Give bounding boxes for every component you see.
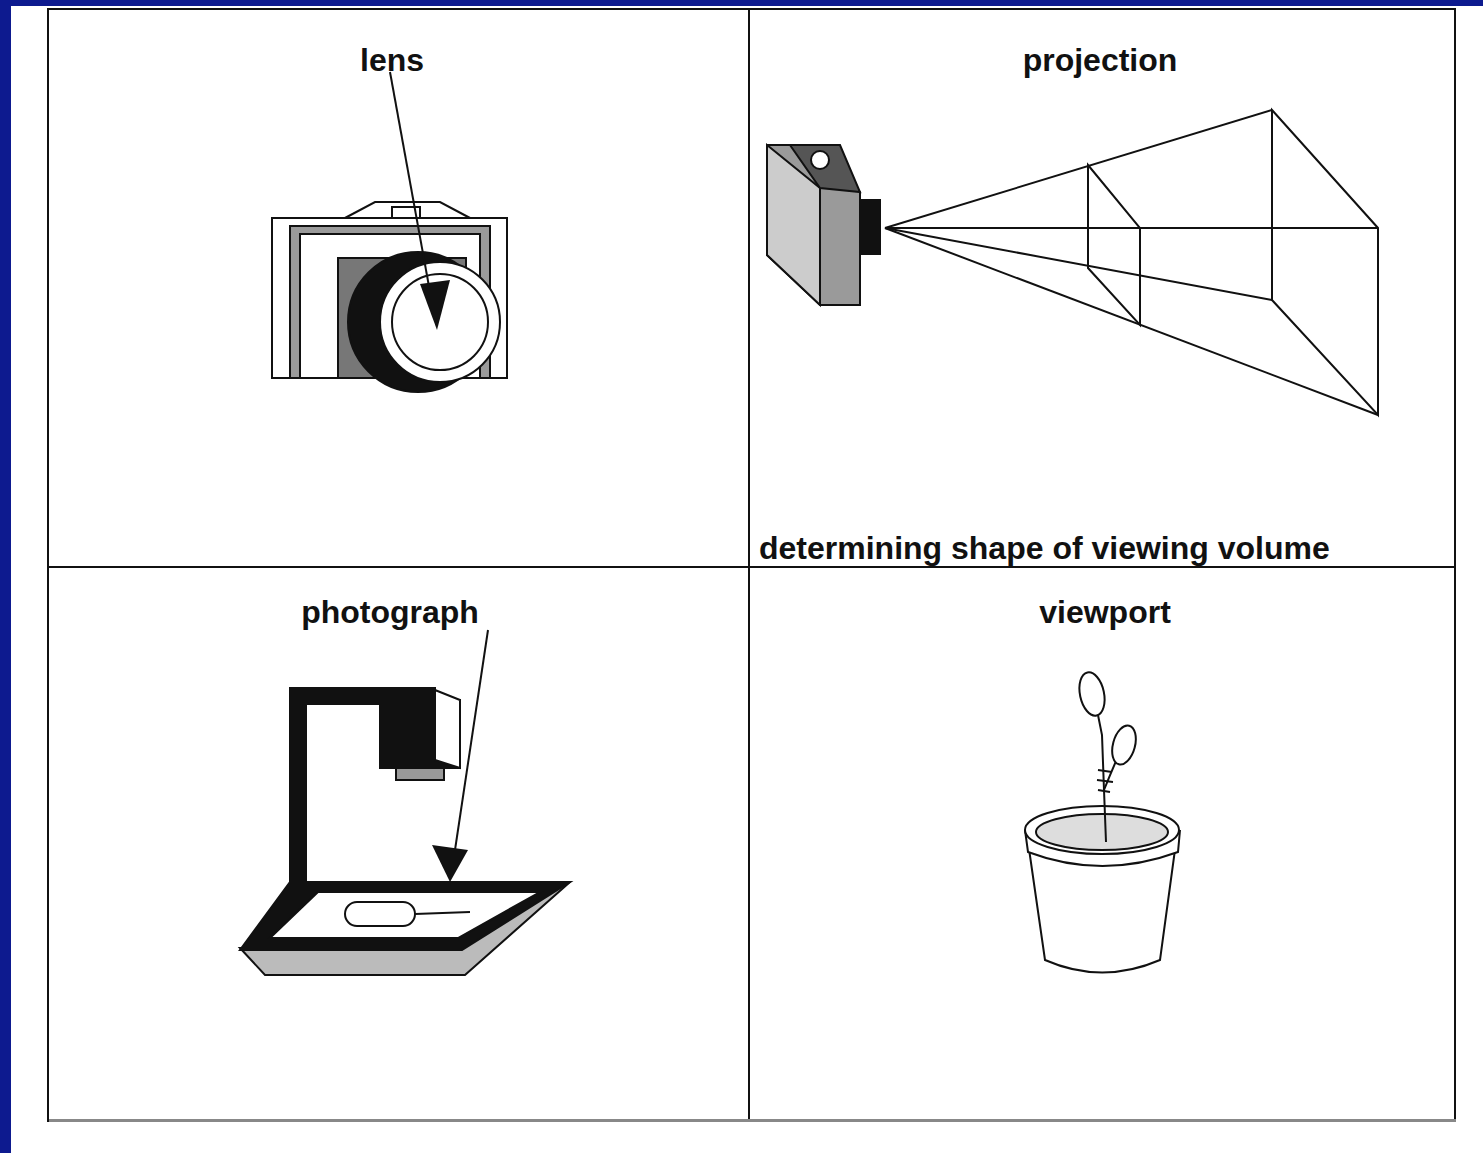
panel-cell: viewport: [748, 566, 1456, 1122]
lens-ring: [348, 252, 488, 392]
pot-top: [1025, 806, 1179, 854]
frame-strip: [0, 0, 11, 1153]
stand-camera-side: [435, 690, 460, 768]
frustum-edge: [885, 110, 1272, 228]
stand-platform: [240, 882, 570, 950]
camera-face: [767, 145, 820, 305]
camera-panel: [338, 258, 466, 378]
plant-stem: [1096, 705, 1106, 842]
leader-line: [390, 72, 430, 292]
near-plane: [1088, 165, 1140, 325]
panel-cell: photograph: [47, 566, 750, 1122]
stand-platform: [270, 892, 540, 938]
leader-arrow: [432, 630, 488, 882]
plant-leaf: [1097, 770, 1113, 792]
plant-leaf: [1108, 723, 1140, 767]
panel-heading: projection: [900, 42, 1300, 78]
camera-side: [767, 145, 860, 305]
panel-cell: lens: [47, 8, 750, 568]
frustum-edge: [885, 228, 1272, 300]
camera-panel: [290, 226, 490, 378]
stand-column: [290, 688, 306, 888]
pot-body: [1027, 835, 1177, 973]
panel-heading: photograph: [190, 594, 590, 630]
frame-strip: [0, 0, 1483, 6]
lens-glass: [392, 274, 488, 370]
stand-arm: [290, 688, 435, 704]
panel-cell: projection determining shape of viewing v…: [748, 8, 1456, 568]
camera-body: [272, 218, 507, 378]
pot-rim: [1025, 830, 1180, 866]
leader-arrow: [390, 72, 450, 330]
arrow-head: [420, 280, 450, 330]
camera-icon: [272, 202, 507, 392]
plant-stem: [1104, 752, 1120, 790]
arrow-head: [432, 845, 468, 882]
photo-object: [415, 912, 470, 914]
plant-leaf: [1076, 670, 1109, 718]
camera-top: [790, 145, 860, 192]
far-plane: [1272, 110, 1378, 415]
stand-lens: [396, 768, 444, 780]
camera-panel: [300, 234, 480, 378]
photo-object: [345, 902, 415, 926]
table-shadow: [49, 1119, 1456, 1122]
camera-lens: [860, 200, 880, 254]
frustum-edge: [885, 227, 1378, 229]
camera-prism: [345, 202, 470, 218]
pot-soil: [1036, 814, 1168, 850]
panel-note: determining shape of viewing volume: [759, 530, 1449, 566]
copy-stand: [240, 688, 570, 975]
plant-pot: [1025, 670, 1180, 973]
panel-heading: lens: [192, 42, 592, 78]
stand-camera: [380, 700, 460, 768]
projection-illustration: [767, 110, 1378, 415]
camera-window: [392, 207, 420, 225]
stand-base: [240, 882, 570, 975]
lens-ring: [380, 262, 500, 382]
frustum-edge: [885, 228, 1378, 415]
panel-heading: viewport: [905, 594, 1305, 630]
leader-line: [455, 630, 488, 850]
camera-dial: [811, 151, 829, 169]
